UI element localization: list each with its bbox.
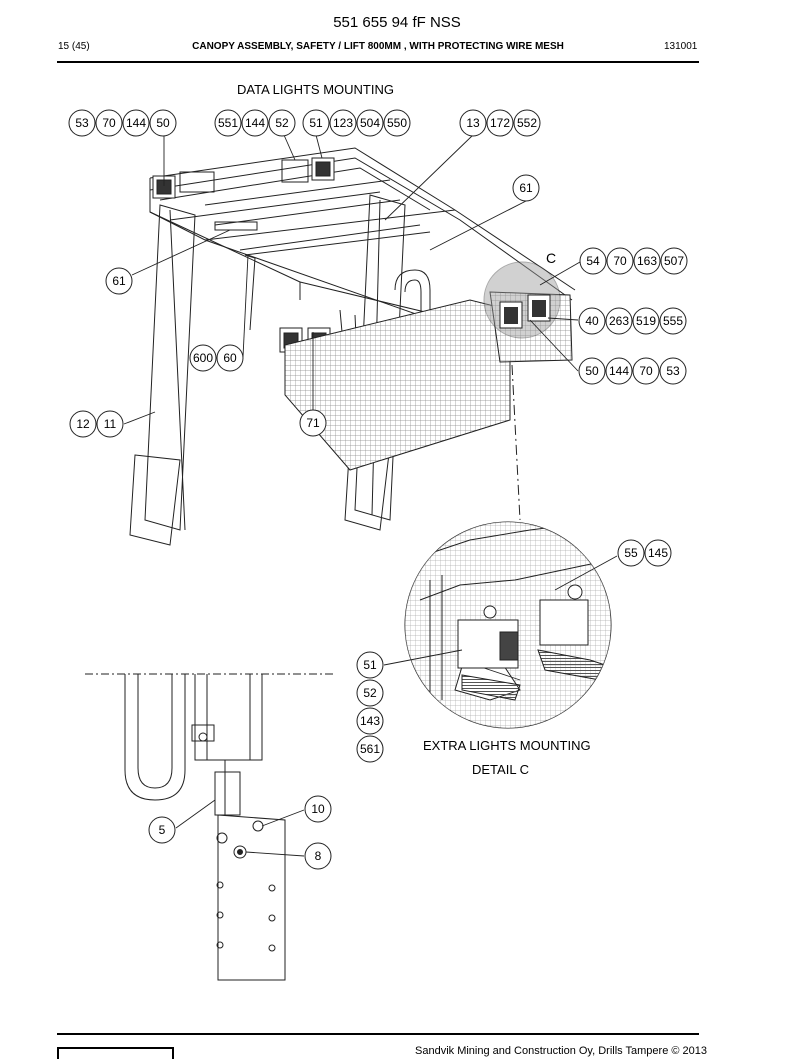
callout-label: 55 [624, 546, 638, 560]
callout-label: 52 [275, 116, 289, 130]
callout-group-detail-stack: 51 52 143 561 [356, 651, 384, 763]
callout-group-left-12: 12 11 [69, 410, 124, 438]
callout-group-top-mid2: 51 123 504 550 [302, 109, 411, 137]
callout-bubbles: 53 70 144 50 551 144 52 51 123 504 550 1… [68, 109, 688, 870]
callout-label: 561 [360, 742, 380, 756]
callout-label: 144 [126, 116, 146, 130]
callout-label: 144 [245, 116, 265, 130]
callout-label: 60 [223, 351, 237, 365]
callout-group-hinge-10: 10 [304, 795, 332, 823]
callout-label: 507 [664, 254, 684, 268]
callout-label: 263 [609, 314, 629, 328]
page-index: 15 (45) [58, 41, 90, 52]
callout-label: 145 [648, 546, 668, 560]
callout-label: 54 [586, 254, 600, 268]
callout-label: 11 [104, 417, 117, 431]
caption-extra-lights: EXTRA LIGHTS MOUNTING [423, 738, 591, 753]
callout-label: 144 [609, 364, 629, 378]
callout-label: 5 [159, 823, 166, 837]
callout-group-top-mid: 551 144 52 [214, 109, 296, 137]
callout-group-mid-71: 71 [299, 409, 327, 437]
callout-group-hinge-8: 8 [304, 842, 332, 870]
callout-label: 550 [387, 116, 407, 130]
document-number: 551 655 94 fF NSS [333, 14, 461, 31]
callout-label: 70 [639, 364, 653, 378]
callout-label: 551 [218, 116, 238, 130]
hinge-detail-illustration [85, 673, 335, 981]
callout-group-top-right: 13 172 552 [459, 109, 541, 137]
callout-label: 519 [636, 314, 656, 328]
callout-label: 163 [637, 254, 657, 268]
company-logo [57, 1047, 174, 1059]
callout-group-mid-600: 600 60 [189, 344, 244, 372]
detail-leader-line [511, 364, 521, 521]
detail-c-lights-group [483, 261, 561, 339]
callout-leader-lines [123, 134, 618, 857]
detail-marker-label: C [546, 250, 557, 266]
callout-label: 8 [315, 849, 322, 863]
callout-label: 70 [102, 116, 116, 130]
callout-label: 13 [466, 116, 480, 130]
callout-label: 40 [585, 314, 599, 328]
callout-group-detail-55: 55 145 [617, 539, 672, 567]
callout-label: 71 [306, 416, 320, 430]
callout-label: 552 [517, 116, 537, 130]
callout-label: 51 [309, 116, 323, 130]
caption-data-lights: DATA LIGHTS MOUNTING [237, 82, 394, 97]
callout-label: 53 [75, 116, 89, 130]
callout-label: 123 [333, 116, 353, 130]
caption-detail: DETAIL C [472, 762, 530, 777]
callout-label: 50 [585, 364, 599, 378]
callout-group-top-left: 53 70 144 50 [68, 109, 177, 137]
callout-group-right-54: 54 70 163 507 [579, 247, 688, 275]
callout-label: 61 [519, 181, 533, 195]
callout-group-hinge-5: 5 [148, 816, 176, 844]
callout-group-right-61: 61 [512, 174, 540, 202]
footer-rule [57, 1033, 699, 1035]
callout-label: 51 [363, 658, 377, 672]
callout-label: 504 [360, 116, 380, 130]
callout-label: 52 [363, 686, 377, 700]
footer-copyright: Sandvik Mining and Construction Oy, Dril… [415, 1045, 707, 1057]
callout-label: 600 [193, 351, 213, 365]
header-rule [57, 61, 699, 63]
document-title: CANOPY ASSEMBLY, SAFETY / LIFT 800MM , W… [192, 41, 564, 52]
callout-label: 53 [666, 364, 680, 378]
callout-label: 12 [76, 417, 90, 431]
callout-group-left-61: 61 [105, 267, 133, 295]
callout-label: 50 [156, 116, 170, 130]
callout-group-right-40: 40 263 519 555 [578, 307, 687, 335]
callout-group-right-50: 50 144 70 53 [578, 357, 687, 385]
callout-label: 61 [112, 274, 126, 288]
callout-label: 10 [311, 802, 325, 816]
callout-label: 70 [613, 254, 627, 268]
callout-label: 172 [490, 116, 510, 130]
callout-label: 143 [360, 714, 380, 728]
callout-label: 555 [663, 314, 683, 328]
wire-mesh-panel [284, 299, 511, 471]
canopy-illustration [129, 147, 576, 546]
document-date: 131001 [664, 41, 698, 52]
detail-c-circle [404, 521, 612, 729]
